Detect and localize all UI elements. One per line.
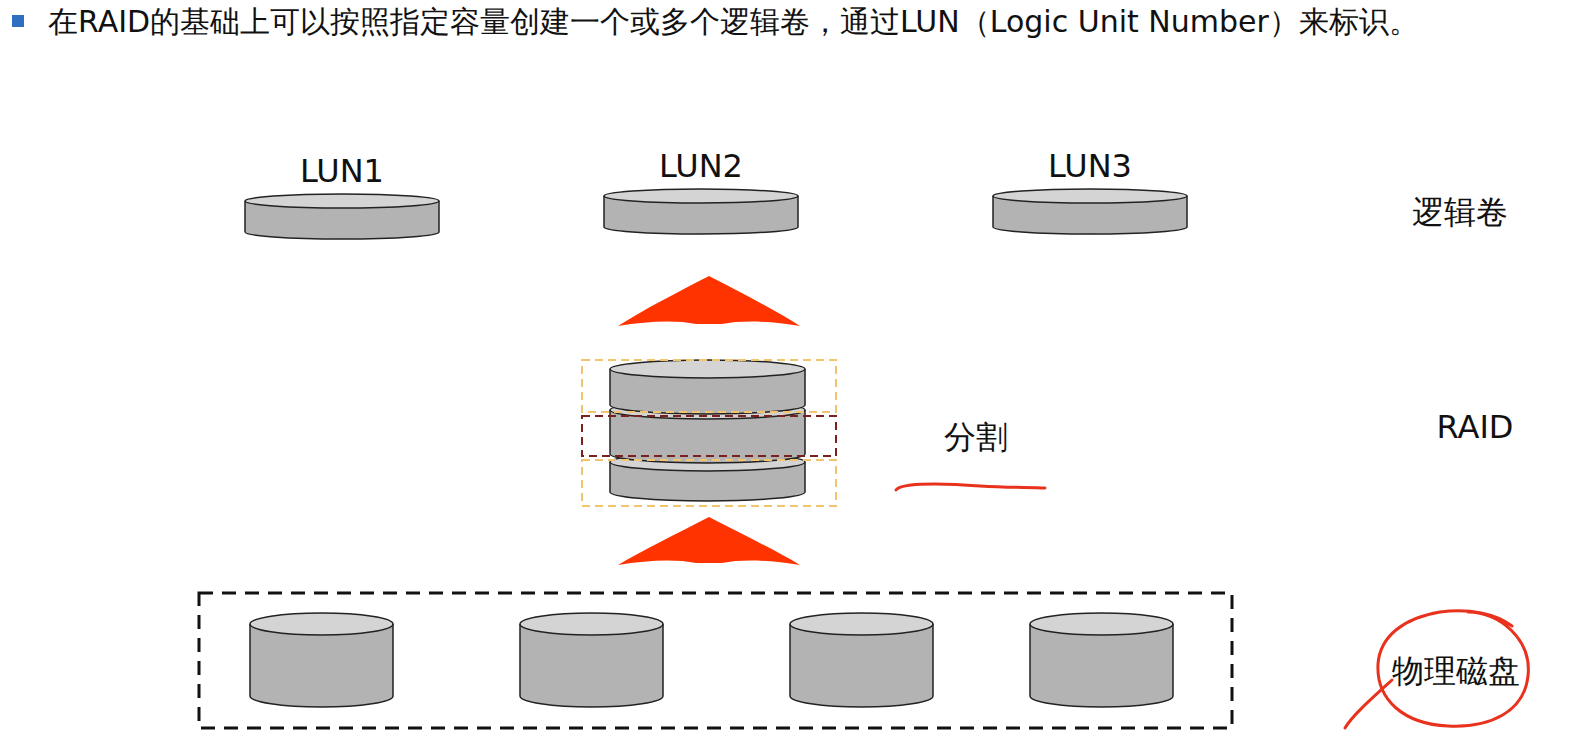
disk-group-frame (199, 593, 1232, 728)
cylinder-body (1030, 624, 1173, 707)
cylinder-top (1030, 613, 1173, 635)
cylinder-top (520, 613, 663, 635)
bullet-text: 在RAID的基础上可以按照指定容量创建一个或多个逻辑卷，通过LUN（Logic … (38, 0, 1573, 57)
logical-volume: LUN2 (603, 147, 799, 239)
lun-label: LUN3 (992, 147, 1188, 185)
cylinder-top (245, 194, 439, 208)
split-box (582, 360, 836, 412)
layer-label: 物理磁盘 (1378, 652, 1534, 690)
annotation-label: 分割 (930, 418, 1022, 456)
cylinder-body (790, 624, 933, 707)
lun-label: LUN1 (244, 152, 440, 190)
physical-disks (250, 613, 1173, 707)
circle-mark (1345, 680, 1392, 728)
volume-disk (992, 187, 1188, 239)
lun-label: LUN2 (603, 147, 799, 185)
bullet-square (12, 15, 24, 27)
volume-disk (244, 192, 440, 244)
logical-volume: LUN3 (992, 147, 1188, 239)
raid-cylinder (610, 360, 805, 501)
cylinder-top (790, 613, 933, 635)
volume-disk (603, 187, 799, 239)
layer-label: 逻辑卷 (1400, 193, 1520, 231)
cylinder-top (604, 189, 798, 203)
layer-label: RAID (1420, 408, 1530, 446)
logical-volume: LUN1 (244, 152, 440, 244)
underline-mark (896, 484, 1045, 490)
cylinder-body (250, 624, 393, 707)
cylinder-top (250, 613, 393, 635)
up-arrow (618, 276, 800, 326)
cylinder-top (993, 189, 1187, 203)
up-arrow (618, 517, 800, 565)
cylinder-body (520, 624, 663, 707)
cylinder-top (610, 360, 805, 378)
split-box (582, 416, 836, 456)
split-box (582, 460, 836, 506)
